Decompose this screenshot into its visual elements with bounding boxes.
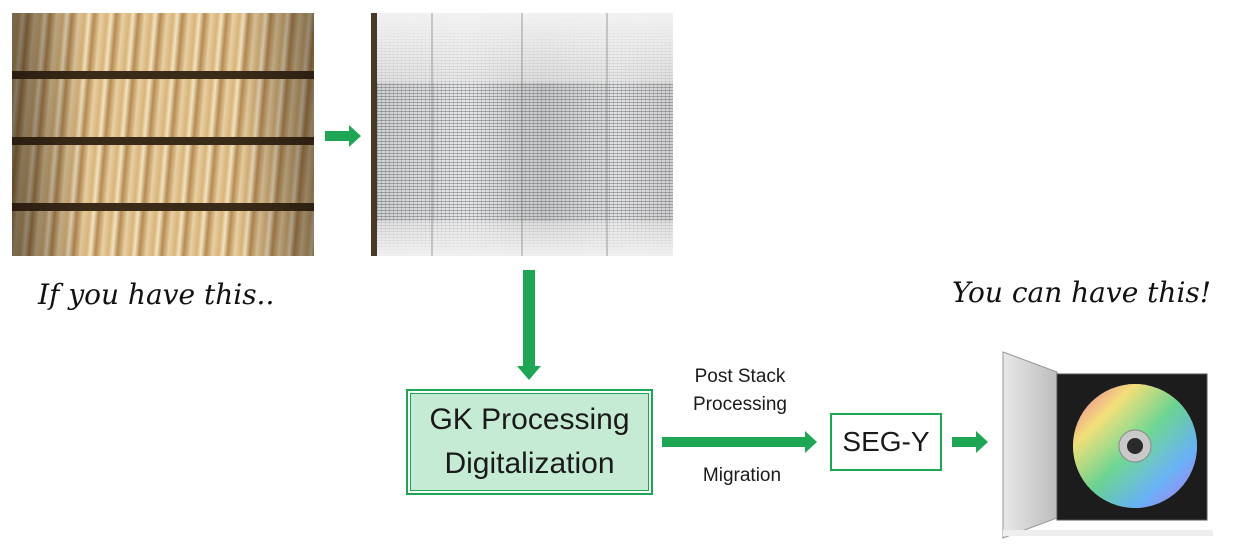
- segy-label: SEG-Y: [842, 426, 930, 457]
- arrow-segy-to-cd: [952, 431, 988, 453]
- process-box-line1: GK Processing: [429, 403, 630, 436]
- post-stack-label-line1: Post Stack: [694, 366, 786, 387]
- seismic-section-photo: [371, 13, 673, 256]
- post-stack-label-line2: Processing: [693, 394, 787, 415]
- post-stack-label: Post Stack Processing: [680, 366, 800, 416]
- right-caption: You can have this!: [952, 276, 1212, 309]
- arrow-down-to-processing: [517, 270, 541, 380]
- migration-label: Migration: [702, 465, 782, 486]
- arrow-archive-to-seismic: [325, 125, 361, 147]
- left-caption: If you have this..: [38, 278, 275, 311]
- process-box-line2: Digitalization: [444, 447, 615, 480]
- segy-box: SEG-Y: [830, 413, 942, 471]
- arrow-processing-to-segy: [662, 431, 817, 453]
- gk-processing-box: GK Processing Digitalization: [406, 389, 653, 495]
- cd-case-icon: [1002, 351, 1213, 539]
- paper-archive-photo: [12, 13, 314, 256]
